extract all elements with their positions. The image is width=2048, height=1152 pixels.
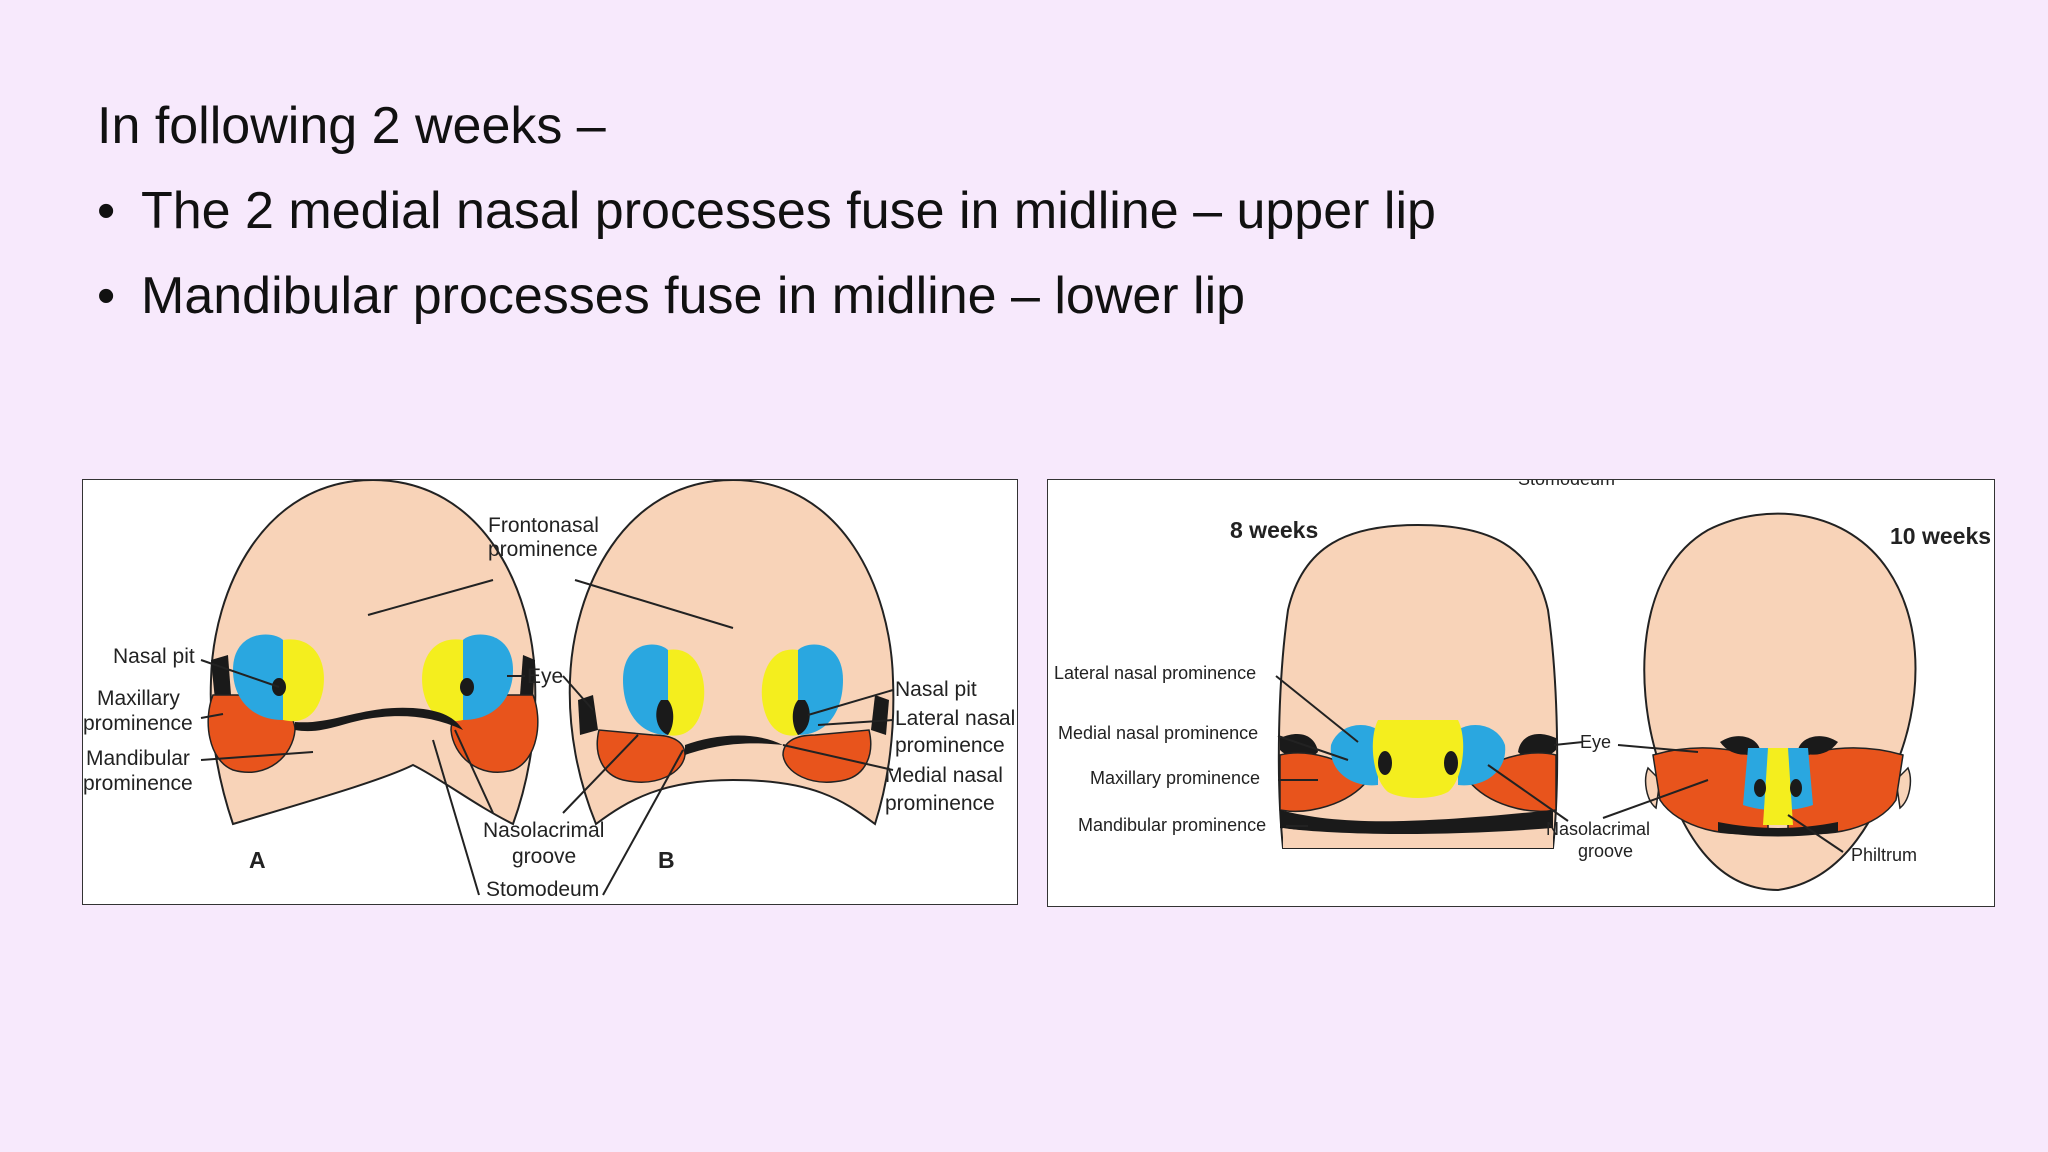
leader-line — [367, 579, 494, 616]
label-nasal-pit-a: Nasal pit — [113, 645, 195, 668]
face-b-eye-left — [578, 695, 598, 735]
label-stomodeum-cut: Stomodeum — [1518, 480, 1615, 489]
label-medial-nasal: Medial nasal prominence — [1058, 723, 1258, 743]
slide-text-block: In following 2 weeks – • The 2 medial na… — [97, 84, 1436, 339]
label-10-weeks: 10 weeks — [1890, 523, 1991, 549]
slide-heading: In following 2 weeks – — [97, 97, 606, 155]
label-frontonasal: Frontonasal — [488, 514, 599, 537]
figure-ab-drawing: Frontonasal prominence Nasal pit Maxilla… — [83, 480, 1015, 901]
label-eye: Eye — [1580, 732, 1611, 752]
leader-line — [1787, 814, 1844, 853]
face-a-eye-right — [520, 655, 535, 700]
label-medial-nasal: Medial nasal — [885, 764, 1003, 787]
face-a-medial-left — [283, 639, 324, 722]
label-philtrum: Philtrum — [1851, 845, 1917, 865]
label-lateral-nasal-2: prominence — [895, 734, 1005, 757]
label-mandibular: Mandibular — [86, 747, 190, 770]
label-nasolacrimal-2: groove — [512, 845, 576, 868]
face-8-stomodeum — [1280, 810, 1553, 834]
face-b-stomodeum — [685, 735, 783, 755]
face-b-maxillary-left — [596, 729, 686, 783]
face-a-stomodeum — [295, 707, 463, 732]
bullet-text: The 2 medial nasal processes fuse in mid… — [141, 182, 1436, 240]
face-b-medial-right — [761, 649, 798, 736]
leader-line — [1275, 675, 1359, 743]
face-b-nasal-pit-left — [656, 700, 674, 735]
leader-line — [1487, 764, 1569, 822]
face-a-lateral-left — [233, 634, 283, 720]
leader-line — [200, 713, 224, 719]
face-8-lateral-right — [1458, 725, 1506, 786]
face-8-nasal-pit-right — [1444, 751, 1458, 775]
label-maxillary: Maxillary — [97, 687, 180, 710]
label-lateral-nasal: Lateral nasal prominence — [1054, 663, 1256, 683]
embryo-face-figure-weeks: Stomodeum 8 weeks 10 weeks Lateral nasal… — [1047, 479, 1995, 907]
label-nasolacrimal: Nasolacrimal — [483, 819, 604, 842]
label-nasolacrimal: Nasolacrimal — [1546, 819, 1650, 839]
label-panel-b: B — [658, 847, 675, 873]
leader-line — [1602, 779, 1709, 819]
label-stomodeum: Stomodeum — [486, 878, 599, 901]
face-8-medial-nasal — [1372, 720, 1464, 798]
bullet-item: • The 2 medial nasal processes fuse in m… — [97, 169, 1436, 254]
bullet-dot: • — [97, 267, 116, 325]
label-nasal-pit-b: Nasal pit — [895, 678, 977, 701]
embryo-face-figure-ab: Frontonasal prominence Nasal pit Maxilla… — [82, 479, 1018, 905]
leader-line — [562, 734, 639, 814]
face-a-nasal-pit-right — [460, 678, 474, 696]
leader-line — [1553, 741, 1584, 746]
face-8-mandibular — [1283, 828, 1553, 848]
leader-line — [432, 739, 480, 896]
face-10-mouth — [1718, 822, 1838, 837]
label-maxillary: Maxillary prominence — [1090, 768, 1260, 788]
face-b-maxillary-right — [782, 729, 872, 783]
face-8-nasal-pit-left — [1378, 751, 1392, 775]
label-mandibular: Mandibular prominence — [1078, 815, 1266, 835]
bullet-item: • Mandibular processes fuse in midline –… — [97, 254, 1436, 339]
leader-line — [200, 751, 314, 761]
leader-line — [602, 749, 684, 896]
face-b-nasal-pit-right — [792, 700, 810, 735]
face-a — [207, 480, 539, 826]
face-10-nostril-left — [1754, 779, 1766, 797]
leader-line — [782, 744, 894, 771]
face-b-medial-left — [668, 649, 705, 736]
face-a-lateral-right — [463, 634, 513, 720]
label-lateral-nasal: Lateral nasal — [895, 707, 1015, 730]
label-eye: Eye — [527, 665, 563, 688]
face-b-eye-right — [871, 695, 889, 735]
figure-weeks-drawing: Stomodeum 8 weeks 10 weeks Lateral nasal… — [1054, 480, 1991, 892]
leader-line — [454, 729, 494, 814]
leader-line — [562, 675, 594, 711]
face-10-weeks — [1643, 512, 1917, 892]
label-frontonasal-2: prominence — [488, 538, 598, 561]
face-8-eye-right — [1518, 733, 1556, 759]
face-10-medial-nasal — [1763, 748, 1793, 825]
leader-line — [1277, 735, 1349, 761]
face-8-lateral-left — [1330, 725, 1378, 786]
face-8-weeks — [1277, 523, 1559, 849]
face-10-nostril-right — [1790, 779, 1802, 797]
label-8-weeks: 8 weeks — [1230, 517, 1318, 543]
label-medial-nasal-2: prominence — [885, 792, 995, 815]
leader-line — [200, 659, 280, 688]
leader-line — [807, 689, 894, 716]
leader-line — [1617, 744, 1699, 753]
bullet-dot: • — [97, 182, 116, 240]
label-maxillary-2: prominence — [83, 712, 193, 735]
face-b — [568, 480, 895, 826]
leader-line — [817, 719, 894, 726]
label-nasolacrimal-2: groove — [1578, 841, 1633, 861]
label-mandibular-2: prominence — [83, 772, 193, 795]
label-panel-a: A — [249, 847, 266, 873]
face-a-medial-right — [422, 639, 463, 722]
leader-line — [574, 579, 734, 629]
bullet-text: Mandibular processes fuse in midline – l… — [141, 267, 1246, 325]
